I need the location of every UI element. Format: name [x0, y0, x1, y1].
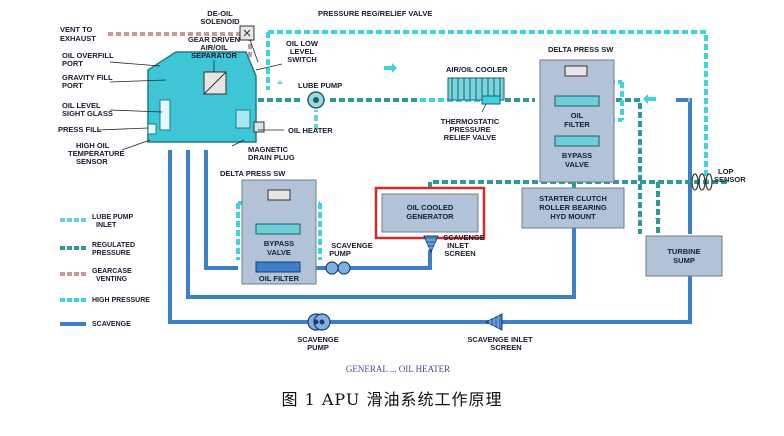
- lower-scavenge-inlet-screen-icon: [484, 313, 503, 331]
- oil-heater-label: OIL HEATER: [288, 126, 333, 135]
- pressure-reg-relief-label: PRESSURE REG/RELIEF VALVE: [318, 9, 432, 18]
- flow-arrows: [277, 63, 661, 222]
- diagram-footer: GENERAL ... OIL HEATER: [346, 364, 450, 374]
- lop-sensor-icon: [691, 173, 713, 191]
- delta-press-sw-right-label: DELTA PRESS SW: [548, 45, 614, 54]
- lube-inlet-lines: [314, 98, 690, 130]
- turbine-sump-box: [645, 235, 723, 277]
- air-oil-cooler-label: AIR/OIL COOLER: [446, 65, 508, 74]
- upper-scavenge-inlet-screen-icon: [423, 235, 439, 254]
- legend-item-high-pressure: HIGH PRESSURE: [60, 297, 150, 304]
- lower-scavenge-pump-icon: [307, 313, 331, 331]
- label-leaders: [97, 39, 487, 151]
- lube-pump-icon: [307, 91, 325, 109]
- svg-text:HIGH PRESSURE: HIGH PRESSURE: [92, 297, 150, 304]
- left-filter-module: [241, 179, 317, 285]
- right-filter-module: [539, 59, 615, 183]
- figure-caption: 图 1 APU 滑油系统工作原理: [281, 390, 503, 409]
- lube-pump-label: LUBE PUMP: [298, 81, 342, 90]
- oil-tank: [147, 51, 265, 143]
- starter-clutch-box: [521, 187, 625, 229]
- delta-press-sw-left-label: DELTA PRESS SW: [220, 169, 286, 178]
- air-oil-cooler-icon: [447, 77, 505, 105]
- press-fill-label: PRESS FILL: [58, 125, 102, 134]
- de-oil-solenoid-icon: [239, 25, 255, 41]
- legend-item-scavenge: SCAVENGE: [60, 321, 131, 328]
- oil-filter-left-label: OIL FILTER: [259, 274, 300, 283]
- upper-scavenge-pump-icon: [325, 261, 351, 275]
- svg-text:SCAVENGE: SCAVENGE: [92, 321, 131, 328]
